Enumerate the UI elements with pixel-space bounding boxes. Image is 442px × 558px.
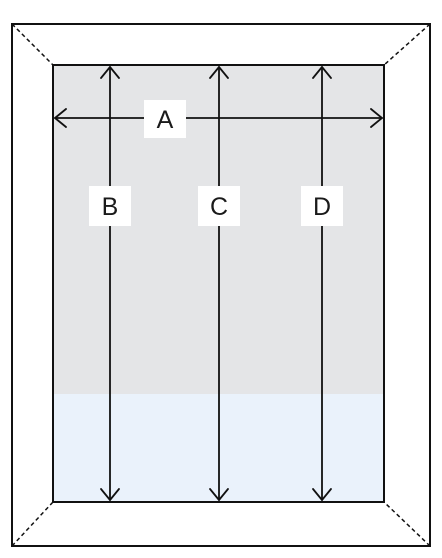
label-b-box xyxy=(89,186,131,226)
arrowhead-bottom xyxy=(100,488,120,501)
arrow-c xyxy=(209,66,229,501)
arrow-b xyxy=(100,66,120,501)
arrowhead-top xyxy=(312,66,332,79)
arrowhead-right xyxy=(370,108,383,128)
arrowhead-left xyxy=(54,108,67,128)
arrowhead-top xyxy=(209,66,229,79)
width-arrow xyxy=(54,108,383,128)
label-b: B xyxy=(102,193,119,221)
miter-bottom-right xyxy=(383,501,431,547)
miter-top-left xyxy=(11,23,54,66)
label-c-box xyxy=(198,186,240,226)
label-d: D xyxy=(313,193,331,221)
window-frame-inner xyxy=(52,64,385,503)
arrowhead-top xyxy=(100,66,120,79)
height-arrows xyxy=(100,66,332,501)
label-d-box xyxy=(301,186,343,226)
miter-bottom-left xyxy=(11,501,54,547)
frame-corner-miters xyxy=(11,23,431,547)
arrowhead-bottom xyxy=(312,488,332,501)
arrowhead-bottom xyxy=(209,488,229,501)
label-a-box xyxy=(144,100,186,138)
arrow-d xyxy=(312,66,332,501)
label-a: A xyxy=(157,106,174,134)
label-c: C xyxy=(210,193,228,221)
miter-top-right xyxy=(383,23,431,66)
